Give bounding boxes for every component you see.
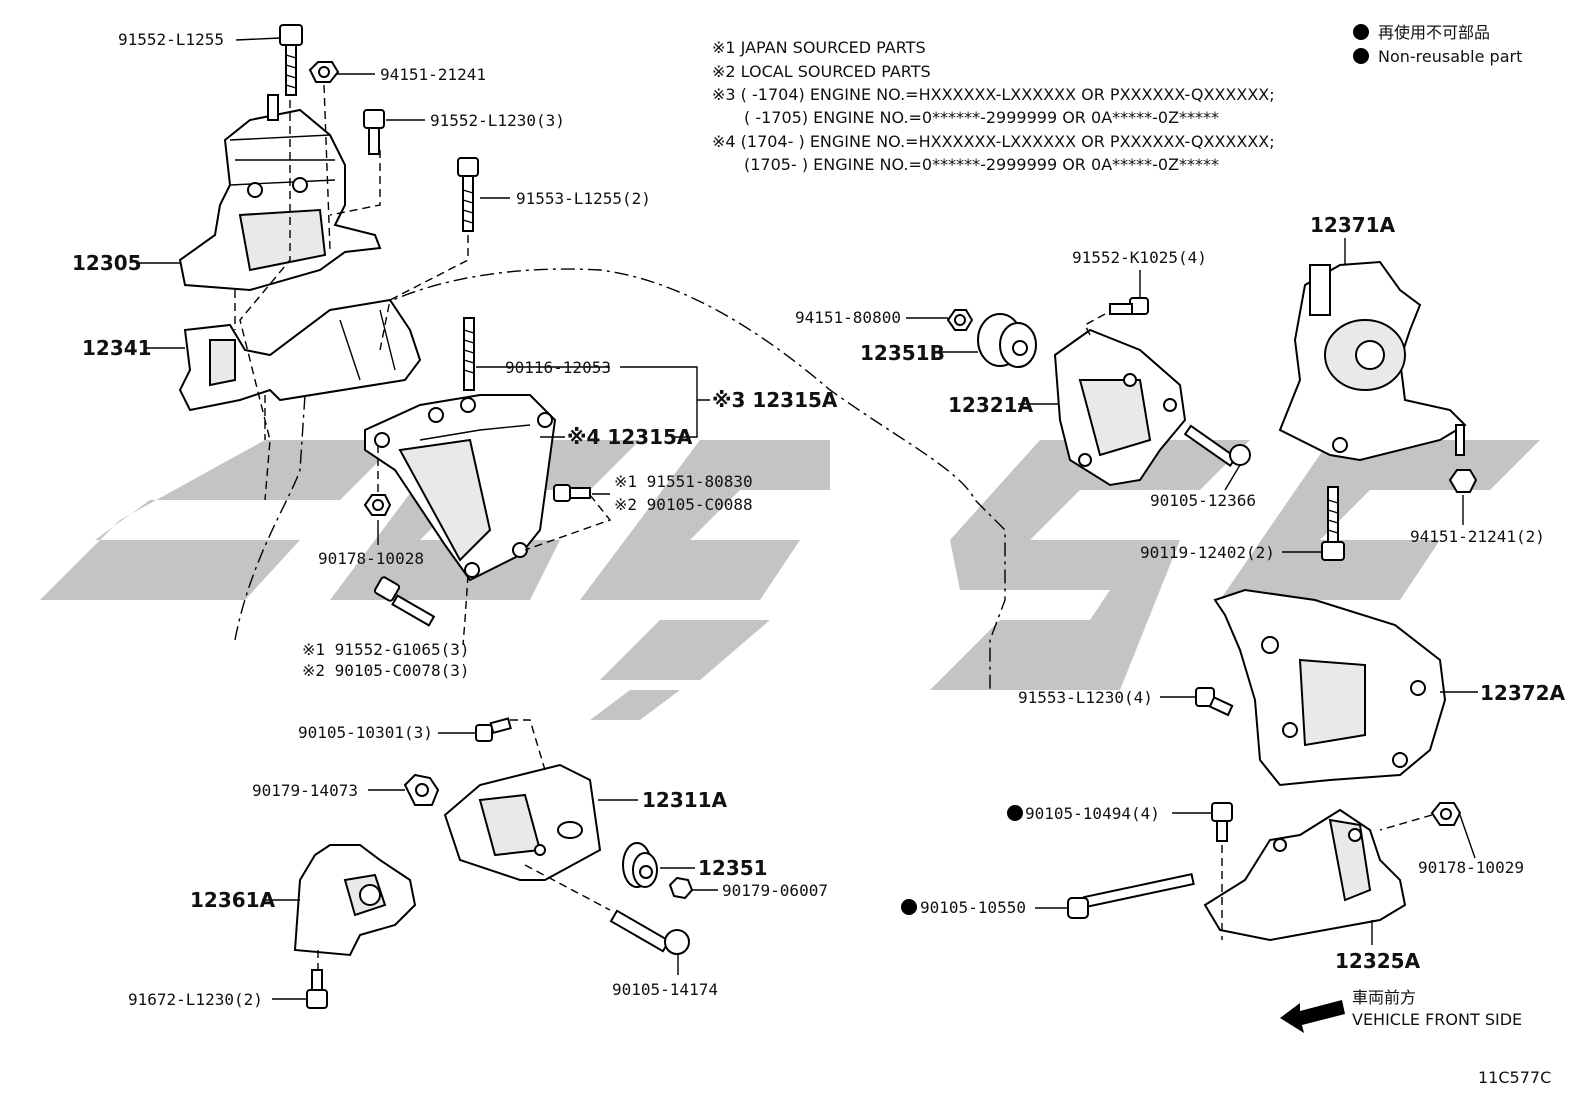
label-12361A: 12361A	[190, 888, 276, 912]
label-90105-14174: 90105-14174	[612, 980, 718, 999]
label-91552-K1025: 91552-K1025(4)	[1072, 248, 1207, 267]
bolt-91552-L1255	[279, 24, 303, 96]
bolt-91551-80830	[553, 484, 591, 502]
label-94151-21241-2: 94151-21241(2)	[1410, 527, 1545, 546]
non-reusable-marker-icon	[1007, 805, 1023, 821]
note-3a: ※3 ( -1704) ENGINE NO.=HXXXXXX-LXXXXXX O…	[712, 85, 1275, 104]
note-4a: ※4 (1704- ) ENGINE NO.=HXXXXXX-LXXXXXX O…	[712, 132, 1275, 151]
mount-12311A	[443, 763, 602, 881]
mount-12361A	[293, 844, 417, 957]
label-90105-12366: 90105-12366	[1150, 491, 1256, 510]
bolt-91672-L1230	[306, 969, 328, 1009]
label-90179-06007: 90179-06007	[722, 881, 828, 900]
bolt-90105-10494	[1211, 802, 1233, 842]
label-12315A-3: ※3 12315A	[712, 388, 838, 412]
nut-94151-21241	[308, 61, 340, 83]
bolt-90105-12366	[1183, 424, 1251, 468]
bracket-12372A	[1213, 588, 1447, 787]
bushing-12351B	[977, 313, 1037, 368]
label-12351: 12351	[698, 856, 768, 880]
nut-90179-06007	[668, 876, 694, 900]
nut-90179-14073	[403, 773, 440, 806]
label-91552-G1065: ※1 91552-G1065(3)	[302, 640, 470, 659]
legend-jp: 再使用不可部品	[1378, 23, 1490, 42]
non-reusable-marker-icon	[1353, 24, 1369, 40]
label-90105-10301: 90105-10301(3)	[298, 723, 433, 742]
notes: ※1 JAPAN SOURCED PARTS ※2 LOCAL SOURCED …	[712, 38, 1275, 174]
bracket-12341	[178, 298, 422, 412]
label-91551-80830: ※1 91551-80830	[614, 472, 753, 491]
note-2: ※2 LOCAL SOURCED PARTS	[712, 62, 931, 81]
bolt-91552-K1025	[1109, 297, 1149, 315]
bolt-90105-10301	[475, 717, 512, 742]
label-12325A: 12325A	[1335, 949, 1421, 973]
bolt-90105-10550	[1067, 873, 1195, 919]
bolt-91552-L1230	[363, 109, 385, 155]
front-indicator: 車両前方 VEHICLE FRONT SIDE	[1352, 988, 1522, 1029]
label-90119-12402: 90119-12402(2)	[1140, 543, 1275, 562]
front-en: VEHICLE FRONT SIDE	[1352, 1010, 1522, 1029]
note-3b: ( -1705) ENGINE NO.=0******-2999999 OR 0…	[744, 108, 1219, 127]
label-94151-21241: 94151-21241	[380, 65, 486, 84]
bracket-12321A	[1053, 328, 1187, 487]
label-90105-C0088: ※2 90105-C0088	[614, 495, 753, 514]
bushing-12351	[622, 842, 658, 888]
front-jp: 車両前方	[1352, 988, 1416, 1007]
nut-94151-21241-b	[1448, 469, 1478, 493]
label-91552-L1230: 91552-L1230(3)	[430, 111, 565, 130]
label-12341: 12341	[82, 336, 152, 360]
diagram-code: 11C577C	[1478, 1068, 1551, 1087]
bolt-91553-L1255	[457, 157, 479, 232]
note-4b: (1705- ) ENGINE NO.=0******-2999999 OR 0…	[744, 155, 1219, 174]
label-12315A-4: ※4 12315A	[567, 425, 693, 449]
engine-outline	[234, 268, 1006, 690]
nut-90178-10029	[1430, 802, 1462, 826]
label-90105-10494: 90105-10494(4)	[1025, 804, 1160, 823]
bolt-90105-14174	[609, 909, 690, 955]
legend-en: Non-reusable part	[1378, 47, 1522, 66]
label-90178-10028: 90178-10028	[318, 549, 424, 568]
bracket-12325A	[1203, 808, 1407, 942]
label-94151-80800: 94151-80800	[795, 308, 901, 327]
label-90178-10029: 90178-10029	[1418, 858, 1524, 877]
label-91672-L1230: 91672-L1230(2)	[128, 990, 263, 1009]
label-90116-12053: 90116-12053	[505, 358, 611, 377]
watermark-logo	[40, 440, 1540, 720]
non-reusable-marker-icon	[901, 899, 917, 915]
mount-12371A	[1278, 260, 1467, 462]
front-arrow-icon	[1280, 1000, 1345, 1033]
bolt-90119-12402	[1321, 486, 1345, 561]
label-12351B: 12351B	[860, 341, 945, 365]
label-91553-L1255: 91553-L1255(2)	[516, 189, 651, 208]
nut-90178-10028	[363, 494, 392, 516]
label-91553-L1230: 91553-L1230(4)	[1018, 688, 1153, 707]
label-90105-C0078: ※2 90105-C0078(3)	[302, 661, 470, 680]
part-labels: 91552-L1255 94151-21241 91552-L1230(3) 9…	[72, 30, 1566, 1009]
label-12321A: 12321A	[948, 393, 1034, 417]
label-12305: 12305	[72, 251, 142, 275]
label-90105-10550: 90105-10550	[920, 898, 1026, 917]
bolt-91552-G1065	[373, 576, 436, 627]
bolt-91553-L1230	[1195, 687, 1234, 717]
non-reusable-marker-icon	[1353, 48, 1369, 64]
label-12311A: 12311A	[642, 788, 728, 812]
label-12372A: 12372A	[1480, 681, 1566, 705]
label-90179-14073: 90179-14073	[252, 781, 358, 800]
stud-90116-12053	[463, 317, 475, 391]
nut-94151-80800	[946, 309, 974, 331]
leader-lines	[136, 37, 1478, 1000]
bracket-12315A	[364, 394, 557, 582]
label-12371A: 12371A	[1310, 213, 1396, 237]
label-91552-L1255: 91552-L1255	[118, 30, 224, 49]
note-1: ※1 JAPAN SOURCED PARTS	[712, 38, 926, 57]
legend: 再使用不可部品 Non-reusable part	[1353, 23, 1522, 66]
engine-mount-12305	[178, 94, 382, 292]
